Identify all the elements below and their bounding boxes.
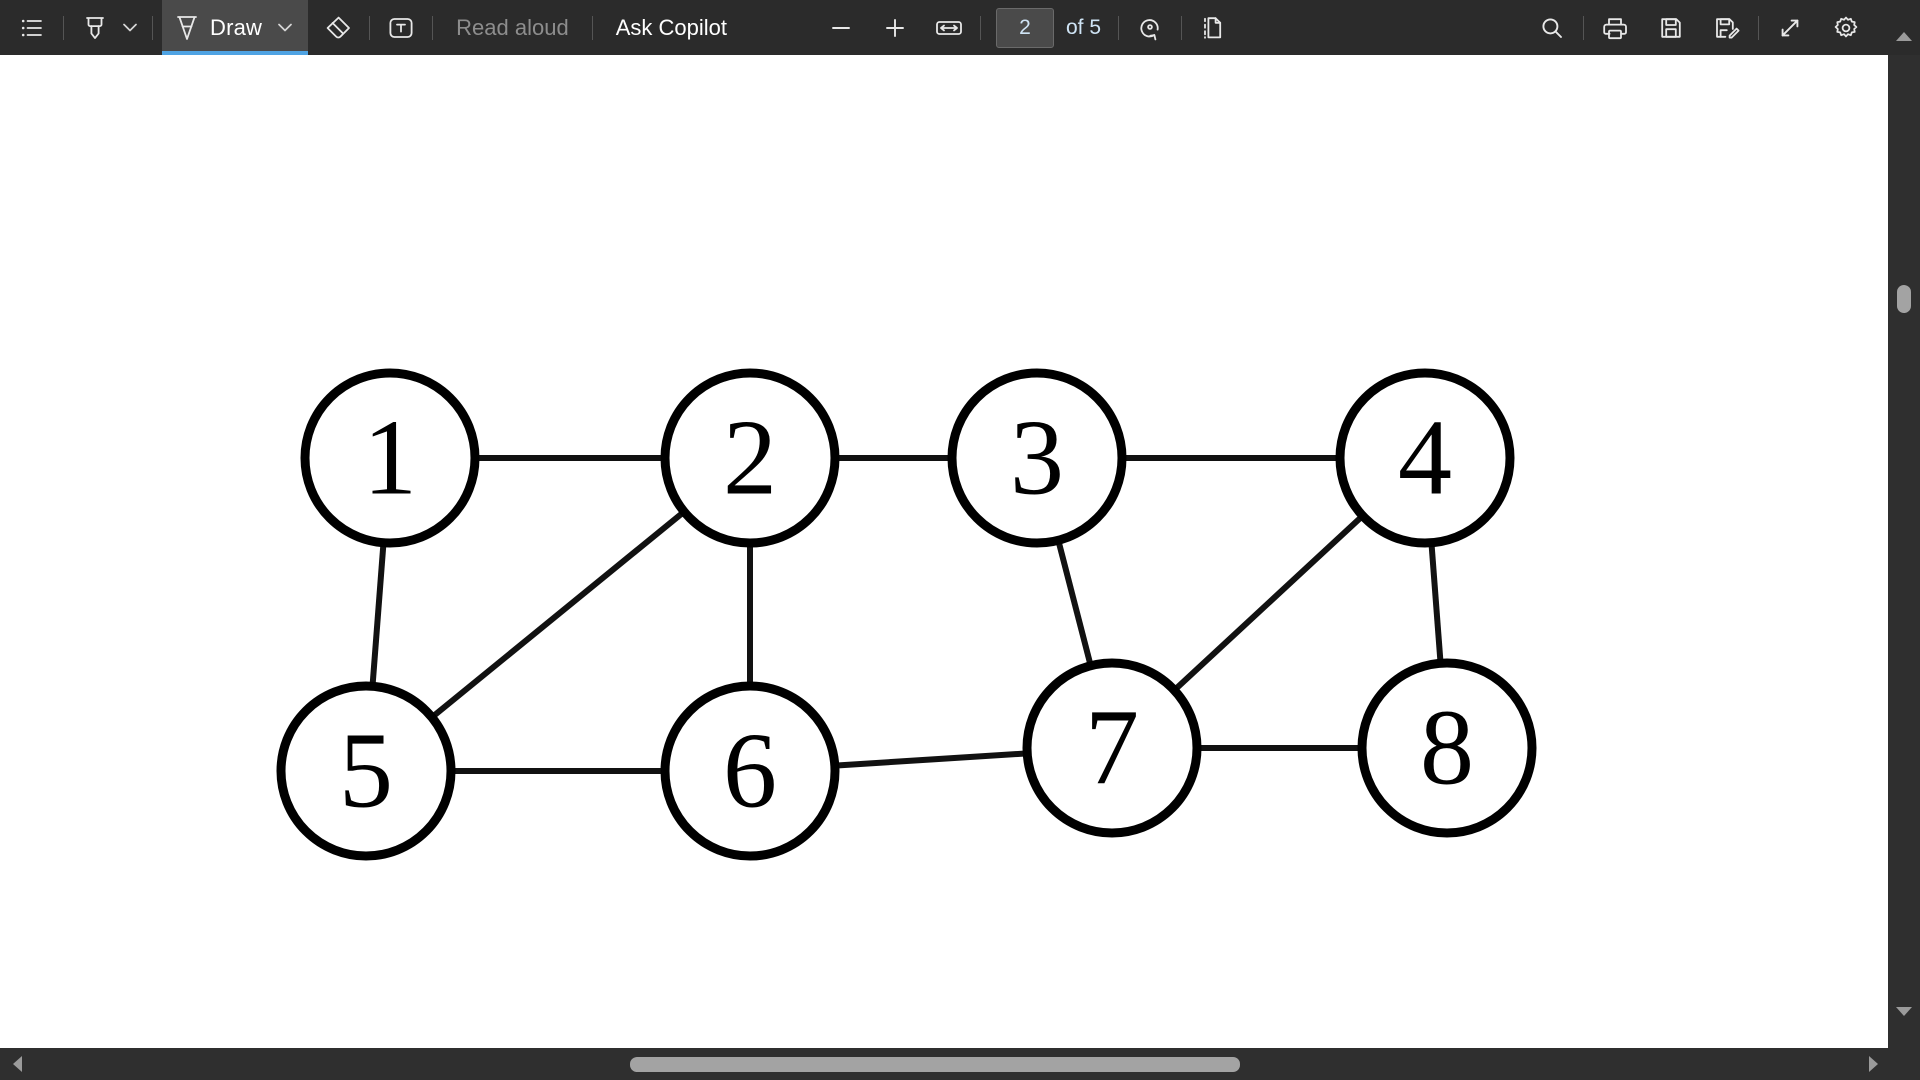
table-of-contents-icon[interactable] xyxy=(10,8,54,48)
graph-node-7: 7 xyxy=(1022,658,1202,838)
graph-node-1: 1 xyxy=(300,368,480,548)
toolbar-separator xyxy=(1181,15,1182,40)
page-count-label: of 5 xyxy=(1065,15,1101,39)
graph-node-5: 5 xyxy=(276,681,456,861)
graph-edge xyxy=(369,542,387,687)
graph-node-label: 6 xyxy=(723,712,777,831)
toolbar-right-group xyxy=(1530,0,1920,55)
graph-node-circle xyxy=(660,368,840,548)
graph-node-8: 8 xyxy=(1357,658,1537,838)
highlighter-icon[interactable] xyxy=(73,8,117,48)
draw-chevron-down-icon[interactable] xyxy=(272,8,298,48)
horizontal-scrollbar-thumb[interactable] xyxy=(630,1057,1240,1072)
scroll-down-arrow-icon[interactable] xyxy=(1888,998,1920,1024)
page-number-input[interactable]: 2 xyxy=(995,7,1054,48)
vertical-scrollbar-thumb[interactable] xyxy=(1897,285,1911,313)
graph-node-circle xyxy=(947,368,1127,548)
graph-node-label: 7 xyxy=(1085,689,1139,808)
scroll-left-arrow-icon[interactable] xyxy=(4,1048,30,1080)
toolbar-separator xyxy=(1758,15,1759,40)
graph-node-4: 4 xyxy=(1335,368,1515,548)
ask-copilot-button[interactable]: Ask Copilot xyxy=(615,14,727,40)
toolbar-separator xyxy=(591,15,593,40)
toolbar-separator xyxy=(979,15,981,40)
save-icon[interactable] xyxy=(1649,8,1693,48)
graph-node-3: 3 xyxy=(947,368,1127,548)
graph-edge xyxy=(1428,542,1444,664)
scroll-right-arrow-icon[interactable] xyxy=(1860,1048,1886,1080)
graph-node-circle xyxy=(1335,368,1515,548)
graph-node-label: 1 xyxy=(363,399,417,518)
gear-icon[interactable] xyxy=(1824,8,1868,48)
draw-active-underline xyxy=(162,51,309,55)
graph-node-circle xyxy=(276,681,456,861)
rotate-icon[interactable] xyxy=(1128,8,1172,48)
fit-to-width-icon[interactable] xyxy=(927,8,971,48)
zoom-in-icon[interactable] xyxy=(873,8,917,48)
graph-node-6: 6 xyxy=(660,681,840,861)
pdf-toolbar: Draw Read aloud xyxy=(0,0,1920,55)
graph-edges xyxy=(369,455,1444,774)
scroll-up-arrow-icon[interactable] xyxy=(1888,23,1920,49)
draw-button-label: Draw xyxy=(210,14,263,40)
draw-button[interactable]: Draw xyxy=(162,0,309,55)
graph-node-label: 4 xyxy=(1398,399,1452,518)
graph-edge xyxy=(429,509,687,720)
graph-node-label: 3 xyxy=(1010,399,1064,518)
text-box-icon[interactable] xyxy=(379,8,423,48)
toolbar-separator xyxy=(1583,15,1584,40)
save-as-icon[interactable] xyxy=(1705,8,1749,48)
toolbar-separator xyxy=(432,15,434,40)
graph-node-circle xyxy=(1022,658,1202,838)
graph-nodes: 1 2 3 4 5 6 7 8 xyxy=(276,368,1537,861)
highlighter-chevron-down-icon[interactable] xyxy=(117,8,143,48)
read-aloud-button[interactable]: Read aloud xyxy=(456,14,569,40)
vertical-scrollbar[interactable] xyxy=(1888,31,1920,1048)
horizontal-scrollbar[interactable] xyxy=(0,1048,1920,1080)
graph-edge xyxy=(834,750,1028,769)
graph-node-circle xyxy=(660,681,840,861)
document-viewport[interactable]: 1 2 3 4 5 6 7 8 xyxy=(0,55,1888,1048)
graph-node-label: 5 xyxy=(339,712,393,831)
graph-diagram: 1 2 3 4 5 6 7 8 xyxy=(276,368,1537,861)
toolbar-separator xyxy=(152,15,153,40)
graph-edge xyxy=(1055,539,1094,667)
page-layout-icon[interactable] xyxy=(1191,8,1235,48)
toolbar-separator xyxy=(369,15,371,40)
expand-icon[interactable] xyxy=(1768,8,1812,48)
pen-icon xyxy=(170,8,204,48)
graph-edge xyxy=(1172,513,1365,693)
graph-node-2: 2 xyxy=(660,368,840,548)
graph-node-circle xyxy=(300,368,480,548)
graph-node-label: 8 xyxy=(1420,689,1474,808)
graph-node-circle xyxy=(1357,658,1537,838)
toolbar-left-group: Draw Read aloud xyxy=(0,0,741,55)
toolbar-zoom-group: 2 of 5 xyxy=(819,0,1235,55)
zoom-out-icon[interactable] xyxy=(819,8,863,48)
print-icon[interactable] xyxy=(1593,8,1637,48)
toolbar-separator xyxy=(1118,15,1119,40)
scrollbar-corner xyxy=(1888,1048,1920,1080)
eraser-icon[interactable] xyxy=(316,8,360,48)
toolbar-separator xyxy=(63,15,64,40)
graph-node-label: 2 xyxy=(723,399,777,518)
search-icon[interactable] xyxy=(1530,8,1574,48)
